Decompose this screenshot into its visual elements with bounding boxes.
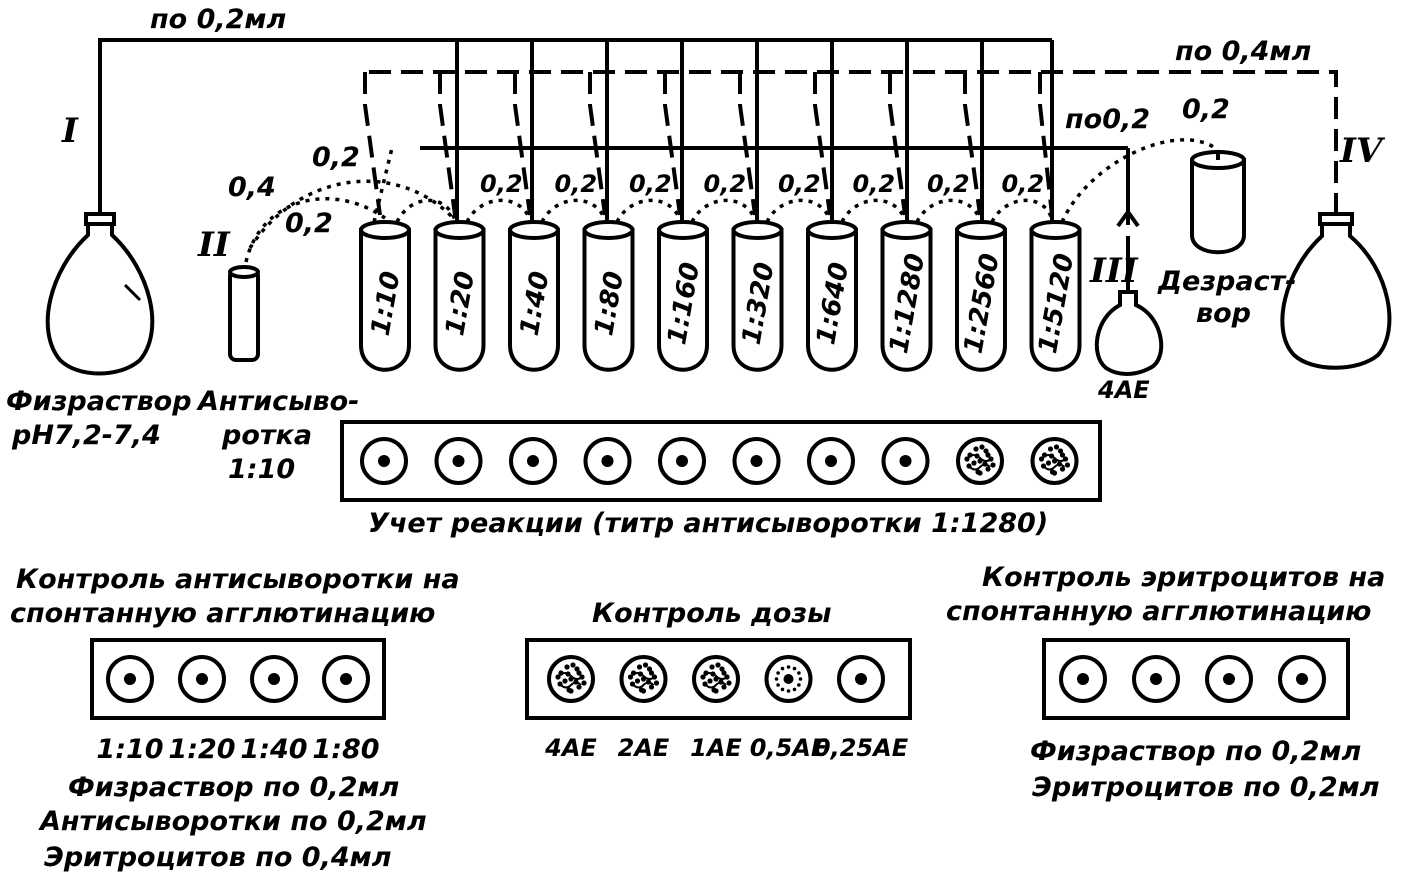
reaction-panel — [340, 420, 1102, 502]
well-partial — [764, 655, 813, 703]
well-positive — [547, 655, 595, 703]
well-positive — [692, 655, 740, 703]
serum-dilution-label: 1:40 — [240, 734, 307, 765]
serum-control-title-line2: спонтанную агглютинацию — [10, 598, 435, 629]
dose-control-title: Контроль дозы — [592, 598, 832, 629]
transfer-volume-label: 0,2 — [704, 170, 747, 198]
well-negative — [250, 655, 298, 703]
dose-control-panel — [525, 638, 912, 720]
antiserum-label-line3: 1:10 — [228, 454, 295, 485]
antiserum-tube — [228, 265, 260, 362]
well-negative — [509, 437, 557, 485]
dose-label: 1АЕ — [690, 734, 742, 762]
serum-control-title-line1: Контроль антисыворотки на — [16, 564, 460, 595]
erythrocyte-control-panel — [1042, 638, 1350, 720]
transfer-volume-labels: 0,2 0,2 0,2 0,2 0,2 0,2 0,2 0,2 — [480, 170, 1044, 198]
transfer-volume-label: 0,2 — [853, 170, 896, 198]
transfer-volume-label: 0,2 — [555, 170, 598, 198]
top-line-label: по 0,2мл — [150, 4, 286, 35]
roman-label-II: II — [197, 225, 231, 265]
serum-control-note-1: Физраствор по 0,2мл — [68, 772, 399, 803]
saline-flask — [45, 212, 155, 376]
well-negative — [178, 655, 226, 703]
erythro-control-title-line2: спонтанную агглютинацию — [946, 596, 1371, 627]
dilution-tube: 1:5120 — [1029, 220, 1082, 372]
dose-label: 0,25АЕ — [814, 734, 909, 762]
volume-label-02-right: 0,2 — [1182, 94, 1230, 125]
well-negative — [1059, 655, 1107, 703]
well-negative — [322, 655, 370, 703]
serum-control-note-3: Эритроцитов по 0,4мл — [44, 842, 391, 873]
erythrocyte-flask — [1280, 212, 1392, 370]
antiserum-label-line2: ротка — [221, 420, 312, 451]
antigen-label: 4АЕ — [1097, 376, 1150, 404]
well-positive — [619, 655, 668, 703]
dilution-tube: 1:160 — [657, 220, 709, 372]
transfer-volume-label: 0,2 — [778, 170, 821, 198]
serum-control-note-2: Антисыворотки по 0,2мл — [38, 806, 427, 837]
dilution-tube: 1:640 — [806, 220, 858, 372]
well-negative — [837, 655, 885, 703]
serum-dilution-label: 1:10 — [96, 734, 163, 765]
erythro-control-note-1: Физраствор по 0,2мл — [1030, 736, 1361, 767]
serial-dilution-transfers — [244, 138, 1220, 263]
well-negative — [583, 437, 632, 485]
erythro-control-note-2: Эритроцитов по 0,2мл — [1032, 772, 1379, 803]
well-negative — [732, 437, 781, 485]
roman-label-III: III — [1089, 251, 1139, 291]
reaction-caption: Учет реакции (титр антисыворотки 1:1280) — [368, 508, 1048, 539]
dose-label: 2АЕ — [618, 734, 670, 762]
well-negative — [881, 437, 930, 485]
dilution-tube-row: 1:10 1:20 1:40 1:80 1:160 1:320 1:640 1:1280 1:2… — [359, 220, 1082, 372]
dilution-tube: 1:20 — [433, 220, 486, 372]
well-negative — [360, 437, 408, 485]
well-negative — [1205, 655, 1253, 703]
well-negative — [106, 655, 154, 703]
erythrocyte-distribution-lines — [363, 70, 1338, 216]
volume-label-02-lower: 0,2 — [285, 208, 333, 239]
dose-label: 4АЕ — [544, 734, 597, 762]
saline-flask-label-line1: Физраствор — [6, 386, 192, 417]
transfer-volume-label: 0,2 — [1002, 170, 1045, 198]
top-right-line-label: по 0,4мл — [1175, 36, 1311, 67]
dilution-tube: 1:10 — [359, 220, 411, 372]
well-positive — [1030, 437, 1079, 485]
serum-dilution-label: 1:20 — [168, 734, 235, 765]
transfer-volume-label: 0,2 — [480, 170, 523, 198]
disinfectant-label-line1: Дезраст- — [1157, 266, 1296, 297]
well-negative — [1132, 655, 1180, 703]
well-positive — [956, 437, 1004, 485]
well-negative — [658, 437, 706, 485]
dilution-tube: 1:320 — [731, 220, 784, 372]
dose-label: 0,5АЕ — [750, 734, 828, 762]
well-negative — [1278, 655, 1326, 703]
volume-label-04: 0,4 — [228, 172, 276, 203]
dilution-tube: 1:80 — [582, 220, 635, 372]
antigen-flask — [1094, 236, 1164, 376]
roman-label-IV: IV — [1339, 131, 1386, 171]
well-negative — [807, 437, 855, 485]
disinfectant-tube — [1190, 150, 1246, 255]
roman-label-I: I — [61, 111, 79, 151]
disinfectant-label-line2: вор — [1196, 298, 1251, 329]
dilution-tube: 1:1280 — [880, 220, 933, 372]
well-negative — [434, 437, 483, 485]
antiserum-label-line1: Антисыво- — [196, 386, 359, 417]
volume-label-po02: по0,2 — [1065, 104, 1150, 135]
transfer-volume-label: 0,2 — [927, 170, 970, 198]
saline-flask-label-line2: рН7,2-7,4 — [11, 420, 161, 451]
serum-control-panel — [90, 638, 386, 720]
erythro-control-title-line1: Контроль эритроцитов на — [982, 562, 1385, 593]
serum-dilution-label: 1:80 — [312, 734, 379, 765]
transfer-volume-label: 0,2 — [629, 170, 672, 198]
dilution-tube: 1:40 — [508, 220, 560, 372]
volume-label-02-upper: 0,2 — [312, 142, 360, 173]
dilution-tube: 1:2560 — [955, 220, 1007, 372]
